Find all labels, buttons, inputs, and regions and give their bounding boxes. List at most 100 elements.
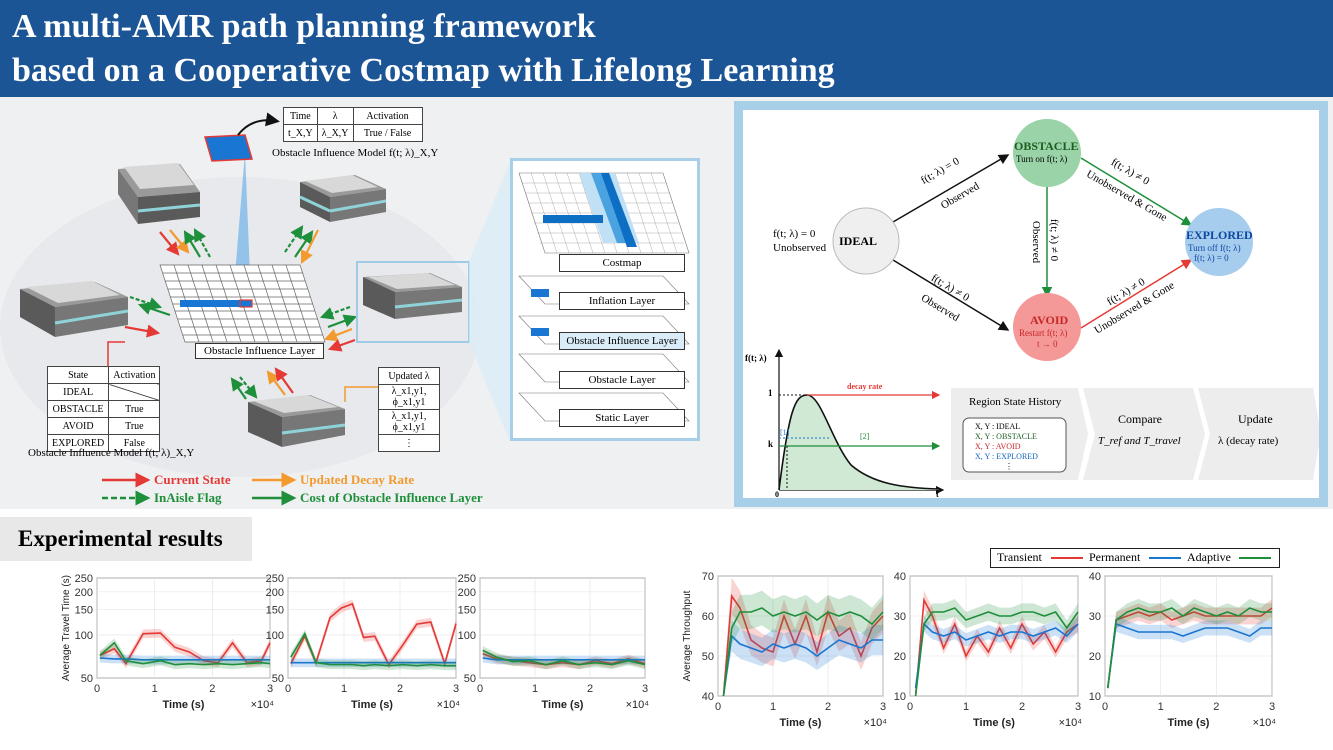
state-avoid-label: AVOID [1030,313,1069,327]
series-band-adaptive [915,599,1078,696]
y-axis-label: Average Travel Time (s) [61,575,72,681]
y-tick-label: 100 [458,630,476,642]
th-activation: Activation [352,107,423,125]
row-ideal-state: IDEAL [46,383,110,401]
robot-right [363,273,463,319]
y-tick-label: 20 [1089,651,1101,663]
td-lambda: λ_X,Y [316,124,354,142]
x-multiplier: ×10⁴ [251,699,275,711]
x-tick-label: 1 [770,701,776,713]
y-tick-label: 250 [75,573,93,585]
x-tick-label: 3 [880,701,886,713]
layer-obstacle: Obstacle Layer [559,371,685,389]
x-tick-label: 0 [1102,701,1108,713]
x-tick-label: 3 [642,683,648,695]
layer-inflation: Inflation Layer [559,292,685,310]
robot-top-right [299,175,387,222]
y-tick-label: 150 [266,605,284,617]
time-lambda-table: Time λ Activation t_X,Y λ_X,Y True / Fal… [283,107,423,142]
y-tick-label: 30 [894,611,906,623]
legend-transient-line [1051,557,1083,559]
x-tick-label: 0 [477,683,483,695]
x-tick-label: 1 [532,683,538,695]
edge-ideal-avoid [892,259,1010,331]
y-axis-label: Average Throughput [682,590,693,681]
series-line-transient [290,602,457,667]
edge-ideal-self-top: f(t; λ) = 0 [773,228,816,240]
edge-ideal-obstacle [892,154,1010,223]
callout-beam [469,162,510,442]
y-tick-label: 250 [458,573,476,585]
layer-stack-grids [518,172,690,422]
legend-adaptive-line [1239,557,1271,559]
decay-ylabel: f(t; λ) [745,353,767,363]
y-tick-label: 30 [1089,611,1101,623]
edge-oa-right: f(t; λ) ≠ 0 [1048,218,1061,262]
state-ideal-label: IDEAL [839,234,878,248]
y-tick-label: 100 [75,630,93,642]
obstacle-cell [531,328,549,336]
row-obstacle-state: OBSTACLE [46,400,110,418]
current-cell [239,299,253,308]
y-tick-label: 50 [464,673,476,685]
legend-lines-2 [252,472,297,506]
center-grid-label: Obstacle Influence Layer [195,343,325,359]
series-line-adaptive [482,649,646,666]
series-line-adaptive [99,641,271,666]
state-explored-label: EXPLORED [1186,228,1253,242]
edge-obstacle-explored [1080,157,1193,226]
experimental-results-label: Experimental results [0,517,252,561]
robot-bottom [248,395,346,447]
x-tick-label: 1 [152,683,158,695]
series-line-permanent [99,657,270,661]
history-list: X, Y : IDEAL X, Y : OBSTACLE X, Y : AVOI… [975,422,1038,472]
history-item-ideal: X, Y : IDEAL [975,422,1021,431]
x-multiplier: ×10⁴ [1253,717,1277,729]
compare-body: T_ref and T_travel [1098,435,1181,447]
legend-updated-decay: Updated Decay Rate [300,472,415,487]
edge-avoid-explored [1080,259,1193,329]
beam [235,152,250,275]
decay-y1: 1 [768,388,773,398]
lambda-row-1: λ_x1,y1, ϕ_x1,y1 [378,384,440,410]
series-line-transient [99,632,271,666]
compare-title: Compare [1118,412,1162,426]
row-explored-state: EXPLORED [46,434,110,452]
top-table-wrap: Time λ Activation t_X,Y λ_X,Y True / Fal… [283,107,423,142]
series-line-transient [722,593,884,697]
y-tick-label: 100 [266,630,284,642]
state-avoid-sub1: Restart f(t; λ) [1019,328,1068,338]
x-tick-label: 0 [907,701,913,713]
layer-obstacle-influence: Obstacle Influence Layer [559,332,685,350]
series-line-transient [914,597,1079,697]
y-tick-label: 200 [266,587,284,599]
th-lambda: λ [316,107,354,125]
tile-arrow [237,112,280,136]
history-item-more: ⋮ [1005,462,1013,471]
x-tick-label: 2 [1213,701,1219,713]
x-tick-label: 1 [1158,701,1164,713]
series-band-adaptive [99,638,270,670]
x-multiplier: ×10⁴ [1059,717,1083,729]
decay-mark2: [2] [860,432,870,441]
layer-costmap: Costmap [559,254,685,272]
tile-icon [204,134,253,162]
robot-top-left [118,163,201,224]
legend-cost-layer: Cost of Obstacle Influence Layer [300,490,483,505]
layer-static: Static Layer [559,409,685,427]
state-ideal [832,207,900,275]
edge-ideal-self-bottom: Unobserved [773,242,827,254]
series-line-permanent [722,634,883,697]
y-tick-label: 250 [266,573,284,585]
history-box [962,417,1067,473]
x-tick-label: 3 [1075,701,1081,713]
x-tick-label: 3 [1269,701,1275,713]
x-tick-label: 1 [341,683,347,695]
legend-current-state: Current State [154,472,231,487]
title-line-2: based on a Cooperative Costmap with Life… [12,52,835,89]
row-ideal-act [108,383,161,401]
results-legend: Transient Permanent Adaptive [990,548,1280,568]
x-tick-label: 0 [715,701,721,713]
state-explored-sub1: Turn off f(t; λ) [1188,243,1241,253]
